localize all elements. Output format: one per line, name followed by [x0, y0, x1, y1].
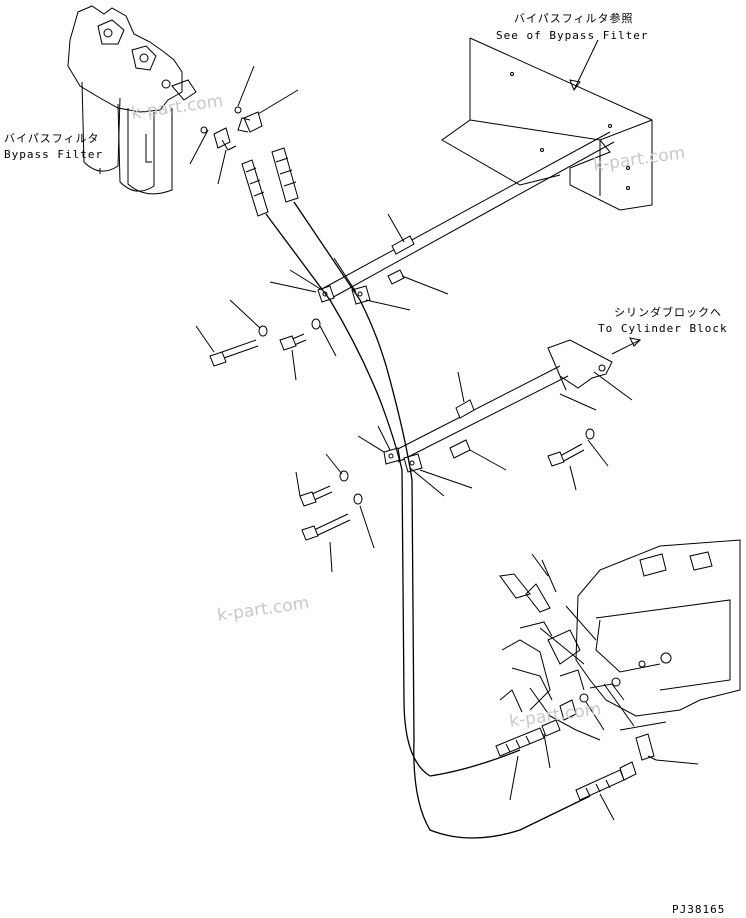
bypass-filter-label-jp: バイパスフィルタ: [4, 132, 100, 145]
upper-bracket: [441, 37, 653, 211]
upper-tube: [319, 131, 615, 301]
see-bypass-filter-label-en: See of Bypass Filter: [496, 29, 649, 42]
lower-hose-fittings: [495, 693, 657, 801]
bolts-and-washers: [209, 318, 595, 541]
engine-block: [499, 539, 741, 741]
see-bypass-filter-label-jp: バイパスフィルタ参照: [514, 12, 634, 25]
bypass-filter-label-en: Bypass Filter: [4, 148, 104, 161]
hoses: [265, 201, 591, 839]
lower-tube: [391, 365, 569, 463]
upper-hose-fittings: [200, 106, 299, 217]
lower-bracket: [547, 337, 642, 391]
to-cylinder-block-label-en: To Cylinder Block: [598, 322, 728, 335]
bypass-filter-drawing: [67, 5, 197, 195]
drawing-number: PJ38165: [672, 903, 726, 916]
leader-lines: [189, 65, 699, 821]
to-cylinder-block-label-jp: シリンダブロックへ: [614, 306, 722, 319]
